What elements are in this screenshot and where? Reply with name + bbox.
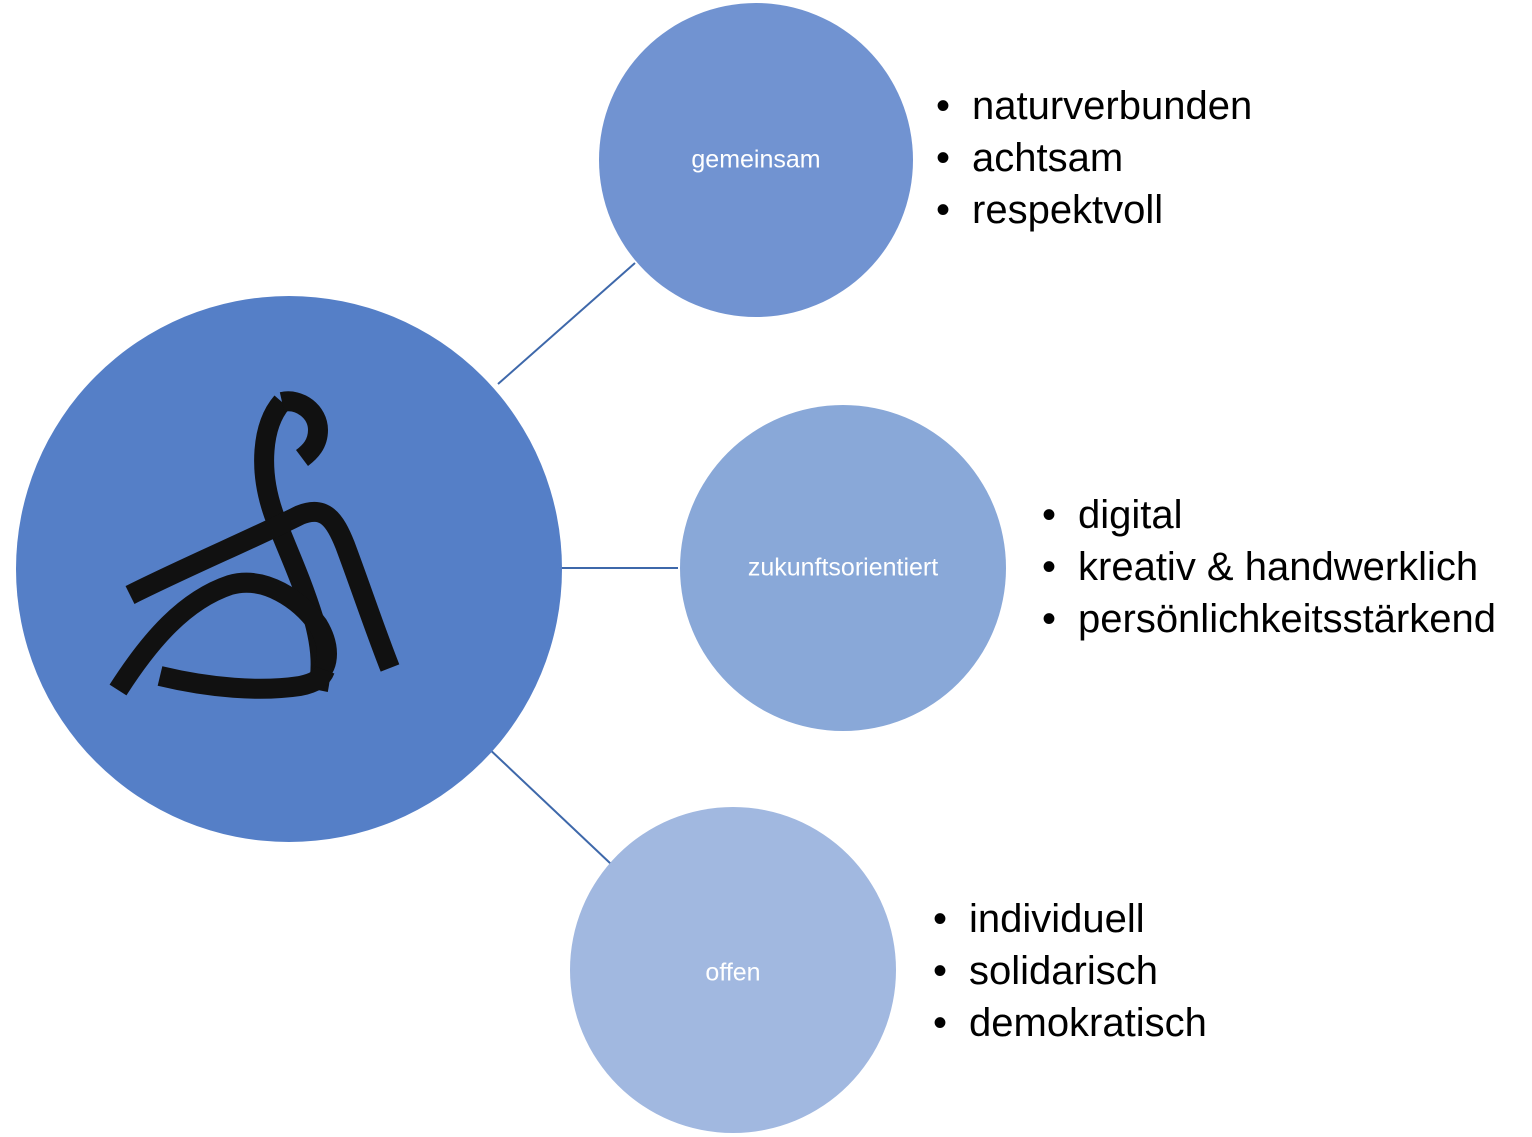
node-label-gemeinsam: gemeinsam: [691, 145, 821, 174]
list-item: digital: [1042, 489, 1496, 541]
connector-top: [497, 262, 636, 385]
bullet-list-zukunftsorientiert: digital kreativ & handwerklich persönlic…: [1042, 489, 1496, 645]
list-item: persönlichkeitsstärkend: [1042, 593, 1496, 645]
bullet-list-offen: individuell solidarisch demokratisch: [933, 893, 1207, 1049]
stylized-figure-logo-icon: [109, 391, 400, 699]
node-label-offen: offen: [705, 958, 761, 987]
node-label-zukunftsorientiert: zukunftsorientiert: [747, 553, 939, 582]
bullet-list-gemeinsam: naturverbunden achtsam respektvoll: [936, 80, 1252, 236]
list-item: naturverbunden: [936, 80, 1252, 132]
list-item: kreativ & handwerklich: [1042, 541, 1496, 593]
node-circle-middle: [680, 405, 1006, 731]
node-circle-bottom: [570, 807, 896, 1133]
list-item: respektvoll: [936, 184, 1252, 236]
node-circle-top: [599, 3, 913, 317]
list-item: demokratisch: [933, 997, 1207, 1049]
connector-bottom: [484, 744, 612, 865]
list-item: solidarisch: [933, 945, 1207, 997]
list-item: achtsam: [936, 132, 1252, 184]
list-item: individuell: [933, 893, 1207, 945]
